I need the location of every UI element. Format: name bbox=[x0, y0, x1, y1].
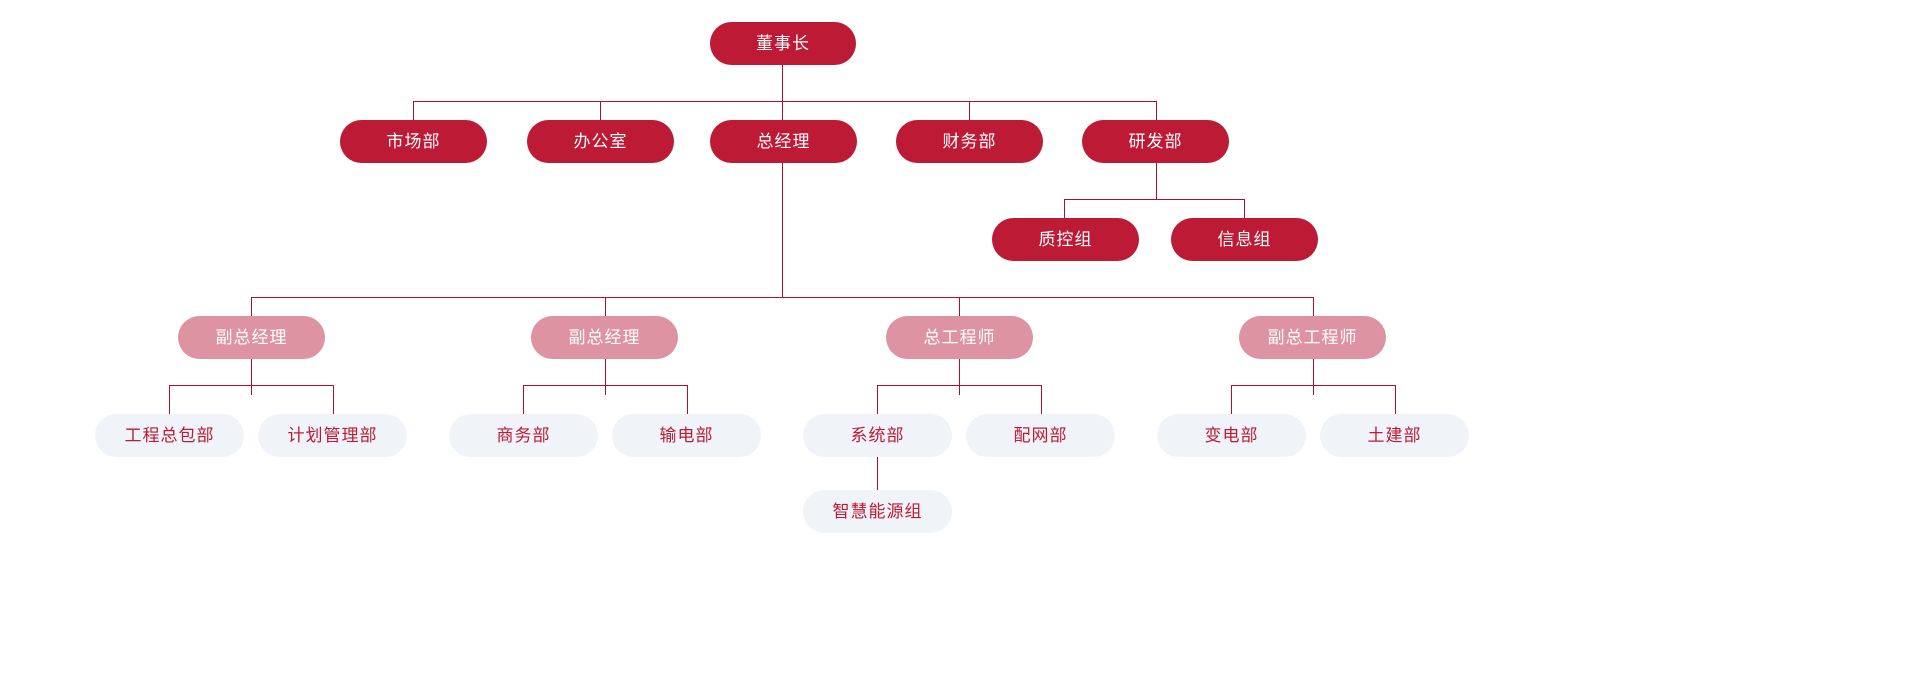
org-node-n11[interactable]: 副总工程师 bbox=[1239, 316, 1386, 359]
connector-drop-shangwubu bbox=[523, 385, 524, 414]
connector-drop-shichangbu bbox=[413, 101, 414, 120]
org-node-n10[interactable]: 总工程师 bbox=[886, 316, 1033, 359]
connector-fuzonggong-bus bbox=[1231, 385, 1395, 386]
org-node-label: 计划管理部 bbox=[287, 426, 378, 445]
org-node-label: 研发部 bbox=[1128, 132, 1183, 151]
connector-drop-shudianbu bbox=[687, 385, 688, 414]
org-node-label: 配网部 bbox=[1013, 426, 1068, 445]
connector-drop-tujianbu bbox=[1395, 385, 1396, 414]
org-node-label: 财务部 bbox=[942, 132, 997, 151]
connector-fuzong2-stem bbox=[605, 359, 606, 395]
org-node-n0[interactable]: 董事长 bbox=[710, 22, 856, 65]
connector-drop-gongchengzb bbox=[169, 385, 170, 414]
org-node-label: 信息组 bbox=[1217, 230, 1272, 249]
connector-drop-zongjingli bbox=[782, 101, 783, 120]
org-node-n20[interactable]: 智慧能源组 bbox=[803, 490, 952, 533]
org-node-n12[interactable]: 工程总包部 bbox=[95, 414, 244, 457]
connector-drop-biandianbu bbox=[1231, 385, 1232, 414]
connector-drop-zhikongzu bbox=[1064, 199, 1065, 218]
org-node-n3[interactable]: 总经理 bbox=[710, 120, 857, 163]
connector-drop-bangongshi bbox=[600, 101, 601, 120]
org-node-label: 输电部 bbox=[659, 426, 714, 445]
org-node-label: 总工程师 bbox=[923, 328, 996, 347]
org-node-n18[interactable]: 变电部 bbox=[1157, 414, 1306, 457]
connector-root-stem bbox=[782, 65, 783, 101]
org-node-label: 系统部 bbox=[850, 426, 905, 445]
org-node-n6[interactable]: 质控组 bbox=[992, 218, 1139, 261]
connector-fuzong1-bus bbox=[169, 385, 333, 386]
connector-drop-fuzonggong bbox=[1313, 297, 1314, 316]
org-node-label: 变电部 bbox=[1204, 426, 1259, 445]
connector-yanfa-stem bbox=[1156, 163, 1157, 199]
connector-drop-xinxizu bbox=[1244, 199, 1245, 218]
org-node-label: 副总经理 bbox=[568, 328, 641, 347]
connector-fuzonggong-stem bbox=[1313, 359, 1314, 395]
connector-zonggong-bus bbox=[877, 385, 1041, 386]
org-node-n2[interactable]: 办公室 bbox=[527, 120, 674, 163]
org-node-n19[interactable]: 土建部 bbox=[1320, 414, 1469, 457]
org-node-n16[interactable]: 系统部 bbox=[803, 414, 952, 457]
org-node-label: 市场部 bbox=[386, 132, 441, 151]
connector-drop-caiwubu bbox=[969, 101, 970, 120]
connector-zongjingli-bus bbox=[251, 297, 1313, 298]
org-node-n14[interactable]: 商务部 bbox=[449, 414, 598, 457]
org-node-label: 质控组 bbox=[1038, 230, 1093, 249]
org-node-n15[interactable]: 输电部 bbox=[612, 414, 761, 457]
connector-xitongbu-stem bbox=[877, 457, 878, 490]
connector-fuzong1-stem bbox=[251, 359, 252, 395]
org-node-n1[interactable]: 市场部 bbox=[340, 120, 487, 163]
org-node-label: 副总工程师 bbox=[1267, 328, 1358, 347]
connector-drop-fuzong1 bbox=[251, 297, 252, 316]
org-node-n5[interactable]: 研发部 bbox=[1082, 120, 1229, 163]
connector-drop-xitongbu bbox=[877, 385, 878, 414]
org-node-n4[interactable]: 财务部 bbox=[896, 120, 1043, 163]
org-node-label: 土建部 bbox=[1367, 426, 1422, 445]
org-node-label: 商务部 bbox=[496, 426, 551, 445]
connector-drop-jihuaglb bbox=[333, 385, 334, 414]
org-node-label: 董事长 bbox=[756, 34, 810, 53]
connector-root-bus bbox=[413, 101, 1157, 102]
connector-zongjingli-stem bbox=[782, 163, 783, 297]
org-node-n8[interactable]: 副总经理 bbox=[178, 316, 325, 359]
connector-yanfa-bus bbox=[1064, 199, 1245, 200]
connector-drop-yanfabu bbox=[1156, 101, 1157, 120]
org-node-label: 智慧能源组 bbox=[832, 502, 923, 521]
org-node-n13[interactable]: 计划管理部 bbox=[258, 414, 407, 457]
connector-drop-fuzong2 bbox=[605, 297, 606, 316]
org-node-label: 副总经理 bbox=[215, 328, 288, 347]
org-node-n17[interactable]: 配网部 bbox=[966, 414, 1115, 457]
org-node-n9[interactable]: 副总经理 bbox=[531, 316, 678, 359]
org-node-n7[interactable]: 信息组 bbox=[1171, 218, 1318, 261]
connector-fuzong2-bus bbox=[523, 385, 687, 386]
connector-drop-zonggong bbox=[959, 297, 960, 316]
connector-zonggong-stem bbox=[959, 359, 960, 395]
org-node-label: 办公室 bbox=[573, 132, 628, 151]
org-node-label: 工程总包部 bbox=[124, 426, 215, 445]
connector-drop-peiwangbu bbox=[1041, 385, 1042, 414]
org-node-label: 总经理 bbox=[756, 132, 811, 151]
